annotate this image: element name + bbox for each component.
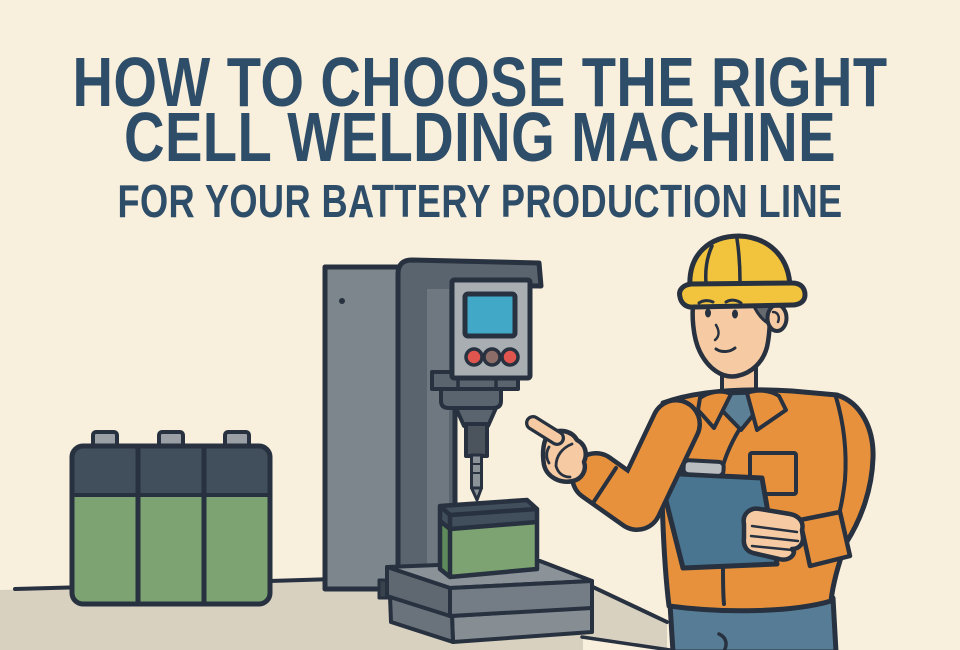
battery-cell-dividers [135,443,207,607]
control-panel [449,277,533,381]
workpiece-top-face [440,500,537,515]
electrode-rod [470,453,483,490]
worker [525,233,876,650]
index-finger [528,418,562,443]
worker-nose [713,323,720,342]
welding-machine [322,257,594,644]
clipboard-clip [681,458,726,478]
title-line-3: FOR YOUR BATTERY PRODUCTION LINE [118,175,843,227]
workpiece-front-face [450,522,537,577]
collar-left-flap [696,389,733,430]
machine-back-plate [322,264,403,592]
base-upper-side [385,565,452,618]
worker-eyebrows [697,298,743,305]
head-tier-middle [439,387,503,410]
pants-crease-line [717,632,728,650]
electrode-tip [470,486,483,502]
fist-fold-lines [545,442,574,479]
battery-pack-top-band [72,446,270,495]
workpiece-cell [437,497,540,580]
right-sleeve-cuff [797,509,853,569]
worker-mouth [714,346,737,353]
worker-right-hand [741,506,806,562]
title-block: HOW TO CHOOSE THE RIGHT CELL WELDING MAC… [73,43,888,227]
machine-bolt [339,298,345,304]
hard-hat-ridges [704,237,742,285]
workpiece-side-face [440,521,450,577]
worker-ear [765,303,789,333]
pointing-arm [525,398,702,532]
control-button-left[interactable] [464,347,484,367]
pointing-arm-sleeve [574,402,698,528]
battery-pack [69,430,273,607]
control-button-right[interactable] [500,347,520,367]
workpiece-side-band [440,506,450,529]
base-upper-front [448,579,594,618]
worker-eye-right [732,309,738,319]
worker-eye-left [705,308,711,318]
worker-head [677,233,808,379]
jacket-shoulder-seam [834,395,848,482]
right-hand-finger-lines [749,524,800,552]
ear-inner-line [771,310,781,324]
electrode-holder [464,422,489,458]
title-line-1: HOW TO CHOOSE THE RIGHT [73,43,888,121]
jacket-chest-pocket [748,451,798,496]
control-button-middle[interactable] [482,347,502,367]
display-screen[interactable] [462,291,518,339]
pointing-cuff-line [591,466,618,505]
collar-right-flap [745,388,788,432]
workpiece-outline [437,497,540,580]
floor-shadow-edge [580,635,672,650]
battery-pack-outline [69,443,273,607]
title-line-2: CELL WELDING MACHINE [124,98,836,176]
electrode-segments [470,463,483,474]
